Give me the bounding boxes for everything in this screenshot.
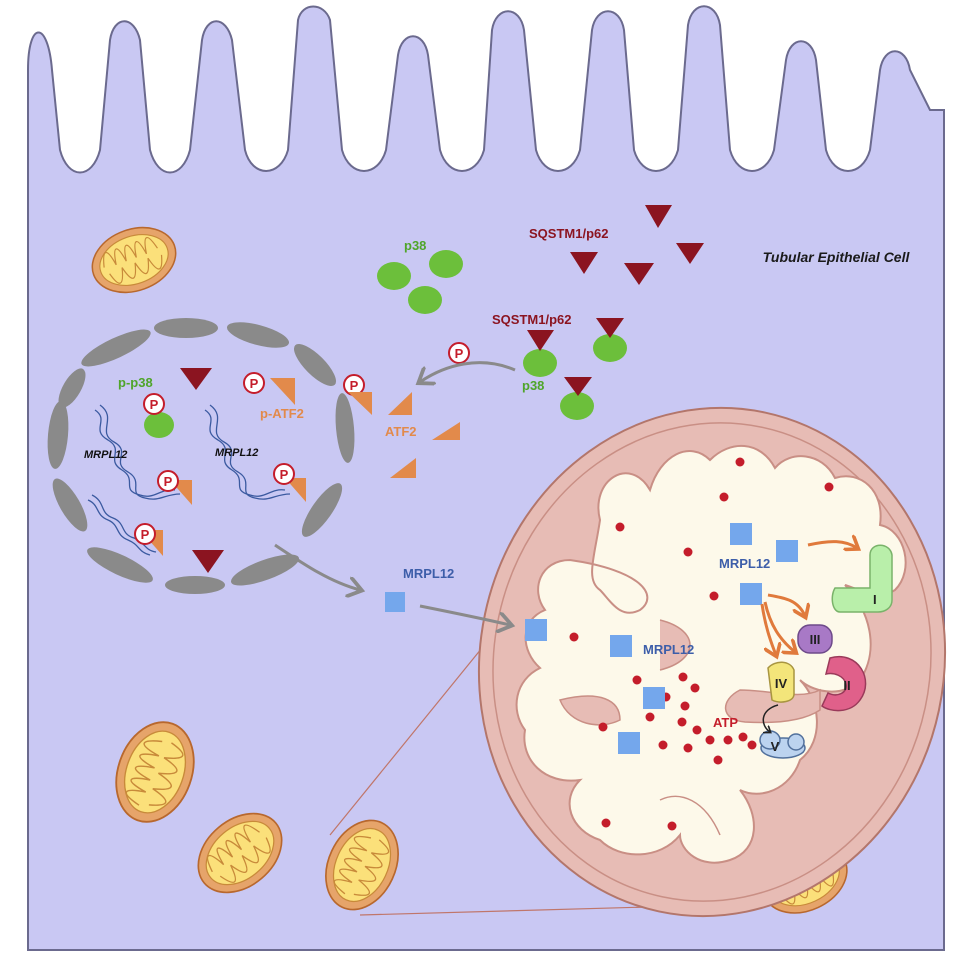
complex-I-label: I [873,592,877,607]
phospho-icon: P [280,467,289,482]
mrpl12-mito-label-1: MRPL12 [719,556,770,571]
mitochondrion-zoomed [477,406,947,918]
p-p38-protein [144,412,174,438]
p38-free-label: p38 [404,238,426,253]
atp-dots [569,457,834,831]
cell-label: Tubular Epithelial Cell [763,249,911,265]
arrow-to-mitochondrion [419,604,510,625]
complex-II: II [821,655,867,712]
phospho-icon: P [141,527,150,542]
mrpl12-cytoplasm-label: MRPL12 [403,566,454,581]
mrpl12-mito-squares [525,523,798,754]
mito-matrix [515,445,907,864]
p-atf2-protein [348,392,372,415]
complex-III-label: III [810,632,821,647]
complex-II-label: II [843,678,850,693]
p-atf2-protein [285,478,306,502]
complex-IV-label: IV [775,676,788,691]
atf2-proteins [388,392,460,478]
phospho-icon: P [164,474,173,489]
complex-V: V [759,730,806,759]
mrpl12-mito-label-2: MRPL12 [643,642,694,657]
complex-I: I [831,544,893,613]
phospho-icons: P P P P P P P [134,342,470,545]
mrpl12-gene-label-1: MRPL12 [84,449,127,461]
dna-icon [87,404,291,556]
p62-complex-label: SQSTM1/p62 [492,312,571,327]
p38-complex-label: p38 [522,378,544,393]
mrpl12-cytoplasm-square [385,592,405,612]
p38-free [377,250,463,314]
nucleus [47,318,355,594]
arrow-phosphorylation [420,361,516,382]
complex-V-label: V [771,739,780,754]
p62-free [570,205,704,285]
p62-nucleus-2 [192,550,224,573]
atf2-label: ATF2 [385,424,417,439]
electron-arrow [762,704,779,732]
phospho-icon: P [150,397,159,412]
atp-label: ATP [713,715,738,730]
p-atf2-label: p-ATF2 [260,406,304,421]
complex-IV: IV [767,661,795,703]
complex-III: III [797,624,833,654]
orange-arrows [760,542,857,655]
p62-p38-complexes [523,318,627,420]
mrpl12-gene-label-2: MRPL12 [215,447,258,459]
phospho-icon: P [250,376,259,391]
arrow-nucleus-to-cytoplasm [274,543,360,590]
phospho-icon: P [455,346,464,361]
p-atf2-protein [270,378,295,405]
p-p38-label: p-p38 [118,375,153,390]
p62-nucleus-1 [180,368,212,390]
p62-top-label: SQSTM1/p62 [529,226,608,241]
phospho-icon: P [350,378,359,393]
